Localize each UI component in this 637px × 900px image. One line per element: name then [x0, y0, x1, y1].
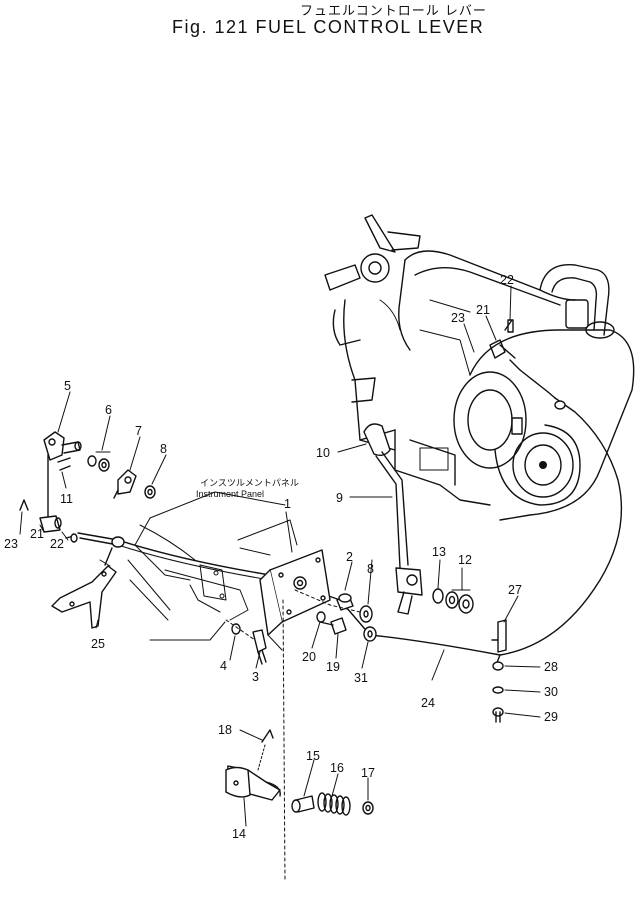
callout-12: 12 [458, 553, 472, 567]
mounting-bracket [225, 549, 373, 881]
callout-30: 30 [544, 685, 558, 699]
callout-24: 24 [421, 696, 435, 710]
callout-15: 15 [306, 749, 320, 763]
left-parts [19, 431, 169, 629]
control-lever-assembly [363, 423, 474, 615]
callout-29: 29 [544, 710, 558, 724]
callout-23-right: 23 [451, 311, 465, 325]
callout-20: 20 [302, 650, 316, 664]
callout-28: 28 [544, 660, 558, 674]
leader-lines [19, 285, 541, 827]
callout-21-right: 21 [476, 303, 490, 317]
callout-23-left: 23 [4, 537, 18, 551]
callout-10: 10 [316, 446, 330, 460]
panel-label-japanese: インスツルメントパネル [200, 478, 299, 488]
clamp-parts [491, 619, 507, 723]
callout-25: 25 [91, 637, 105, 651]
callout-13: 13 [432, 545, 446, 559]
callout-21-left: 21 [30, 527, 44, 541]
callout-18: 18 [218, 723, 232, 737]
figure-title: Fig. 121 FUEL CONTROL LEVER [172, 17, 485, 37]
callout-31: 31 [354, 671, 368, 685]
callout-17: 17 [361, 766, 375, 780]
engine-illustration [324, 214, 635, 521]
callout-22-left: 22 [50, 537, 64, 551]
lower-parts [225, 729, 374, 816]
callout-19: 19 [326, 660, 340, 674]
callout-3: 3 [252, 670, 259, 684]
callout-6: 6 [105, 403, 112, 417]
callout-5: 5 [64, 379, 71, 393]
callout-1: 1 [284, 497, 291, 511]
callout-8-right: 8 [367, 562, 374, 576]
callout-22-right: 22 [500, 273, 514, 287]
callout-9: 9 [336, 491, 343, 505]
callout-27: 27 [508, 583, 522, 597]
callout-8-left: 8 [160, 442, 167, 456]
instrument-panel [127, 491, 298, 641]
title-japanese: フュエルコントロール レバー [300, 4, 487, 19]
control-cable [117, 359, 623, 666]
callout-14: 14 [232, 827, 246, 841]
panel-label-english: Instrument Panel [196, 489, 264, 499]
callout-4: 4 [220, 659, 227, 673]
callout-7: 7 [135, 424, 142, 438]
callout-2: 2 [346, 550, 353, 564]
callout-11: 11 [60, 492, 73, 506]
callout-numbers: 1 2 3 4 5 6 7 8 8 9 10 11 12 13 14 15 16… [4, 273, 558, 841]
callout-16: 16 [330, 761, 344, 775]
